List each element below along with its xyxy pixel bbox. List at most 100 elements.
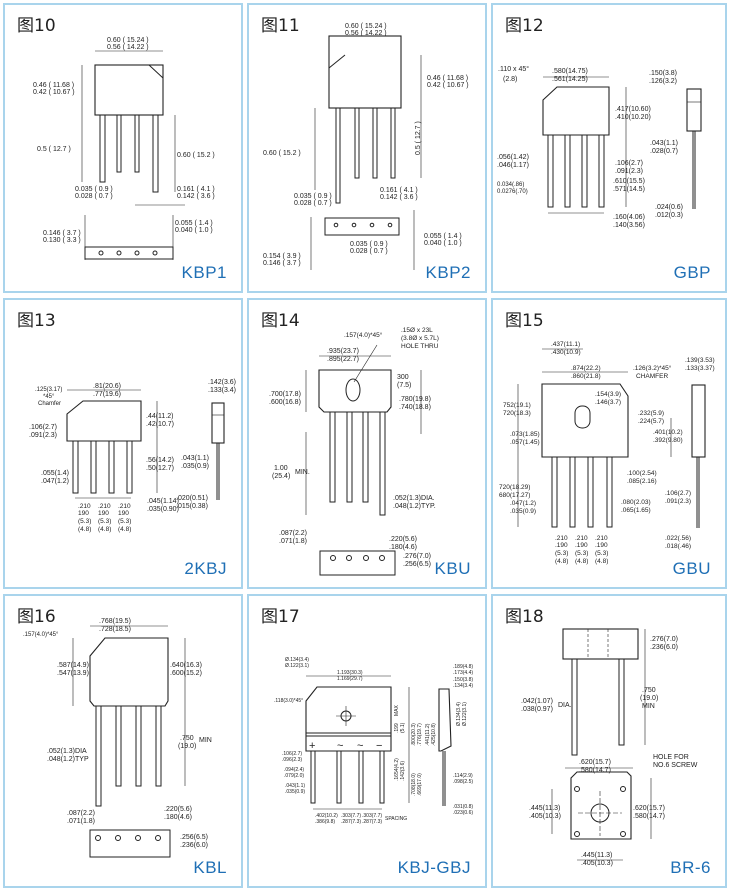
gbu-body (541, 383, 629, 458)
kbl-drawing: .157(4.0)*45° .768(19.5) .728(18.5) .587… (23, 618, 212, 858)
package-name: KBP1 (181, 263, 227, 282)
drawing-line (354, 107, 360, 179)
kbj-gbj-sidet2-min: .134(3.4) (453, 683, 473, 689)
gbu-holex-max: .437(11.1) (551, 341, 580, 348)
2kbj-leadlen-max: .56(14.2) (146, 457, 174, 464)
kbu-leaddia-min: .048(1.2)TYP. (393, 503, 436, 510)
kbl-height-max: .587(14.9) (57, 662, 89, 669)
2kbj-leadt-min: .035(0.90) (147, 506, 179, 513)
kbp1-width-max: 0.60 ( 15.24 ) (107, 37, 149, 44)
kbj-gbj-pitch3-max: .303(7.7) (362, 813, 382, 819)
kbp1-height-max: 0.46 ( 11.68 ) (33, 82, 74, 89)
gbp-leads (547, 134, 605, 208)
kbp2-leadthk-max: 0.055 ( 1.4 ) (424, 233, 462, 240)
2kbj-chamfer-angle: *45° (43, 394, 55, 400)
kbj-gbj-sideh-max: .441(11.2) (425, 723, 431, 746)
figure-label: 图11 (261, 16, 300, 36)
gbu-leadt-max: .047(1.2) (510, 500, 536, 507)
kbu-height-max: .700(17.8) (269, 391, 301, 398)
kbj-gbj-leadw1-max: .106(2.7) (282, 751, 302, 757)
kbj-gbj-hole-max: Ø.134(3.4) (285, 657, 309, 663)
gbu-standoff-min: .057(1.45) (510, 439, 540, 446)
dimension-label: .210 (118, 503, 131, 510)
gbu-sidetip-min: .018(.46) (665, 543, 691, 550)
br6-height-max: .276(7.0) (650, 636, 678, 643)
kbj-gbj-pitch2-max: .303(7.7) (341, 813, 361, 819)
gbu-leads (551, 456, 613, 528)
gbp-body (542, 86, 610, 136)
drawing-line (72, 440, 79, 494)
gbu-leadw2-max: .080(2.03) (621, 499, 651, 506)
drawing-line (116, 250, 122, 256)
gbu-sidelead-min: .091(2.3) (665, 498, 691, 505)
gbu-leadw2-min: .065(1.65) (621, 507, 651, 514)
kbu-width-max: .935(23.7) (327, 348, 359, 355)
gbp-side-body (686, 88, 702, 132)
br6-hole-label: HOLE FOR (653, 754, 689, 761)
kbl-height2-max: .640(16.3) (170, 662, 202, 669)
gbp-chamfer: .110 x 45° (498, 65, 529, 73)
panel-gbu: .437(11.1) .430(10.9) .874(22.2) .860(21… (491, 298, 727, 589)
gbu-leadlen-max: 720(18.29) (499, 484, 530, 491)
drawing-line (379, 411, 386, 516)
gbp-pitch-max: .160(4.06) (613, 214, 645, 221)
kbj-gbj-sidet2-max: .150(3.8) (453, 677, 473, 683)
kbp2-bottom-pitch-max: 0.035 ( 0.9 ) (350, 241, 388, 248)
gbp-height-max: .417(10.60) (615, 106, 651, 113)
kbl-thk-min: .071(1.8) (67, 818, 95, 825)
kbp1-lead-right: 0.60 ( 15.2 ) (177, 152, 215, 159)
gbp-sidelead-min: .028(0.7) (650, 148, 678, 155)
dimension-label: .190 (595, 542, 608, 549)
gbu-sidetip-max: .022(.56) (665, 535, 691, 542)
kbl-width-min: .728(18.5) (99, 626, 131, 633)
figure-label: 图15 (505, 311, 544, 331)
package-name: GBP (673, 263, 711, 282)
kbp2-pitch-min: 0.142 ( 3.6 ) (380, 194, 418, 201)
kbu-pitch-min: .180(4.6) (389, 544, 417, 551)
drawing-line (606, 456, 613, 528)
gbu-side-body (691, 384, 706, 458)
kbp1-height-min: 0.42 ( 10.67 ) (33, 89, 75, 96)
kbj-gbj-width-max: 1.193(30.3) (337, 670, 363, 676)
drawing-line (108, 440, 115, 494)
kbj-gbj-sidet1-max: .189(4.8) (453, 664, 473, 670)
panel-br6: .276(7.0) .236(6.0) .750 (19.0) MIN .042… (491, 594, 727, 888)
gbp-height-min: .410(10.20) (615, 114, 651, 121)
kbl-leaddia-min: .048(1.2)TYP (47, 756, 89, 763)
gbp-sidetip-max: .024(0.6) (655, 204, 683, 211)
kbj-gbj-leads (310, 750, 385, 804)
kbl-height2-min: .600(15.2) (170, 670, 202, 677)
drawing-line (310, 750, 316, 804)
drawing-line (363, 555, 369, 561)
kbl-leaddia-max: .052(1.3)DIA (47, 748, 87, 755)
kbu-leadlen-min: MIN. (295, 469, 310, 476)
gbp-leadw1-max: .056(1.42) (497, 154, 529, 161)
2kbj-leadw-min: .047(1.2) (41, 478, 69, 485)
br6-pinx-min: .405(10.3) (581, 860, 613, 867)
kbp1-width-min: 0.56 ( 14.22 ) (107, 44, 149, 51)
dimension-label: (5.3) (98, 518, 111, 525)
dimension-label: (5.3) (595, 550, 608, 557)
gbu-leadt-min: .035(0.9) (510, 508, 536, 515)
gbp-width-max: .580(14.75) (552, 68, 588, 75)
kbl-leads (95, 705, 162, 807)
figure-label: 图12 (505, 16, 544, 36)
drawing-line (330, 555, 336, 561)
2kbj-leadw-max: .055(1.4) (41, 470, 69, 477)
kbu-hole-spec-mm: (3.8Ø x 5.7L) (401, 335, 439, 342)
kbp2-bottom-pitch-min: 0.028 ( 0.7 ) (350, 248, 388, 255)
gbp-thk-max: .150(3.8) (649, 70, 677, 77)
kbj-gbj-leadh-max: .1654(4.2) (394, 758, 400, 781)
br6-width-max: .620(15.7) (579, 759, 611, 766)
br6-leadlen-min: MIN (642, 703, 655, 710)
kbj-gbj-leadlen-max: .708(18.0) (411, 773, 417, 796)
drawing-line (353, 344, 378, 383)
kbp1-lead-left: 0.5 ( 12.7 ) (37, 146, 71, 153)
drawing-line (618, 658, 625, 746)
kbj-gbj-leadw3-max: .043(1.1) (285, 783, 305, 789)
gbu-chamfer: .126(3.2)*45° (633, 364, 672, 372)
drawing-line (574, 786, 580, 792)
kbj-gbj-leadlen-min: .669(17.0) (417, 773, 423, 796)
drawing-line (134, 114, 140, 173)
br6-leads (571, 658, 625, 756)
